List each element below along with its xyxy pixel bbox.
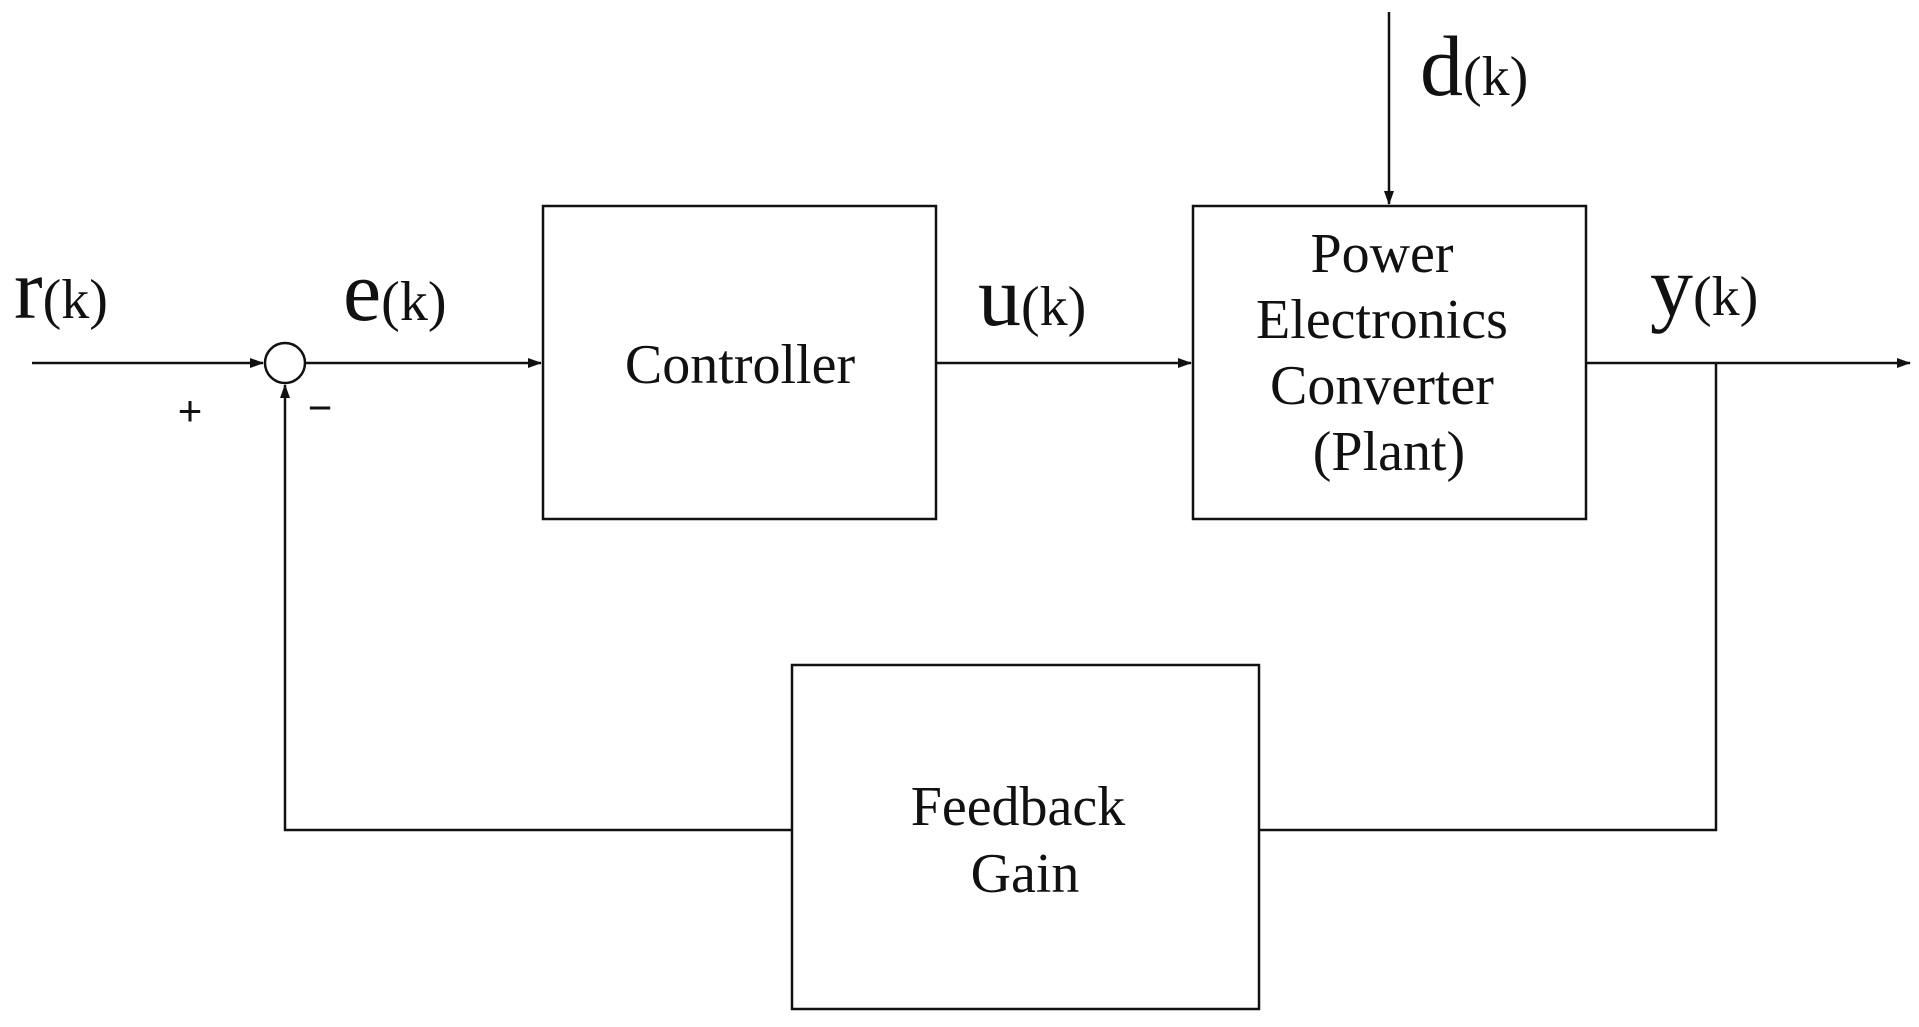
signal-y-label: y(k) [1650, 238, 1758, 334]
signal-e-main: e [343, 243, 381, 339]
signal-e-sub: (k) [381, 271, 446, 333]
signal-y-main: y [1650, 238, 1693, 334]
feedback-path-in [280, 384, 792, 832]
signal-r-label: r(k) [14, 241, 108, 337]
feedback-label: Feedback Gain [911, 776, 1140, 905]
plant-label-line-1: Power [1310, 223, 1453, 285]
signal-u-main: u [978, 248, 1021, 344]
signal-r-sub: (k) [43, 269, 108, 331]
signal-d-main: d [1420, 18, 1463, 114]
signal-u-sub: (k) [1021, 276, 1086, 338]
minus-sign: − [308, 384, 333, 431]
signal-r-main: r [14, 241, 43, 337]
controller-label-line: Controller [625, 334, 856, 396]
signal-y-sub: (k) [1693, 266, 1758, 328]
plus-sign: + [178, 387, 203, 434]
summing-junction [263, 341, 307, 385]
signal-d-sub: (k) [1463, 46, 1528, 108]
plant-label-line-2: Electronics [1256, 289, 1508, 351]
signal-u-label: u(k) [978, 248, 1086, 344]
plant-label-line-3: Converter [1270, 355, 1494, 417]
signal-e-label: e(k) [343, 243, 446, 339]
feedback-label-line-2: Gain [971, 843, 1080, 905]
signal-d-label: d(k) [1420, 18, 1528, 114]
feedback-label-line-1: Feedback [911, 776, 1126, 838]
plant-label-line-4: (Plant) [1313, 421, 1465, 483]
feedback-path-out [1259, 363, 1718, 832]
feedback-gain-block [790, 663, 1261, 1011]
plant-label: Power Electronics Converter (Plant) [1256, 223, 1522, 483]
controller-label: Controller [625, 334, 856, 396]
